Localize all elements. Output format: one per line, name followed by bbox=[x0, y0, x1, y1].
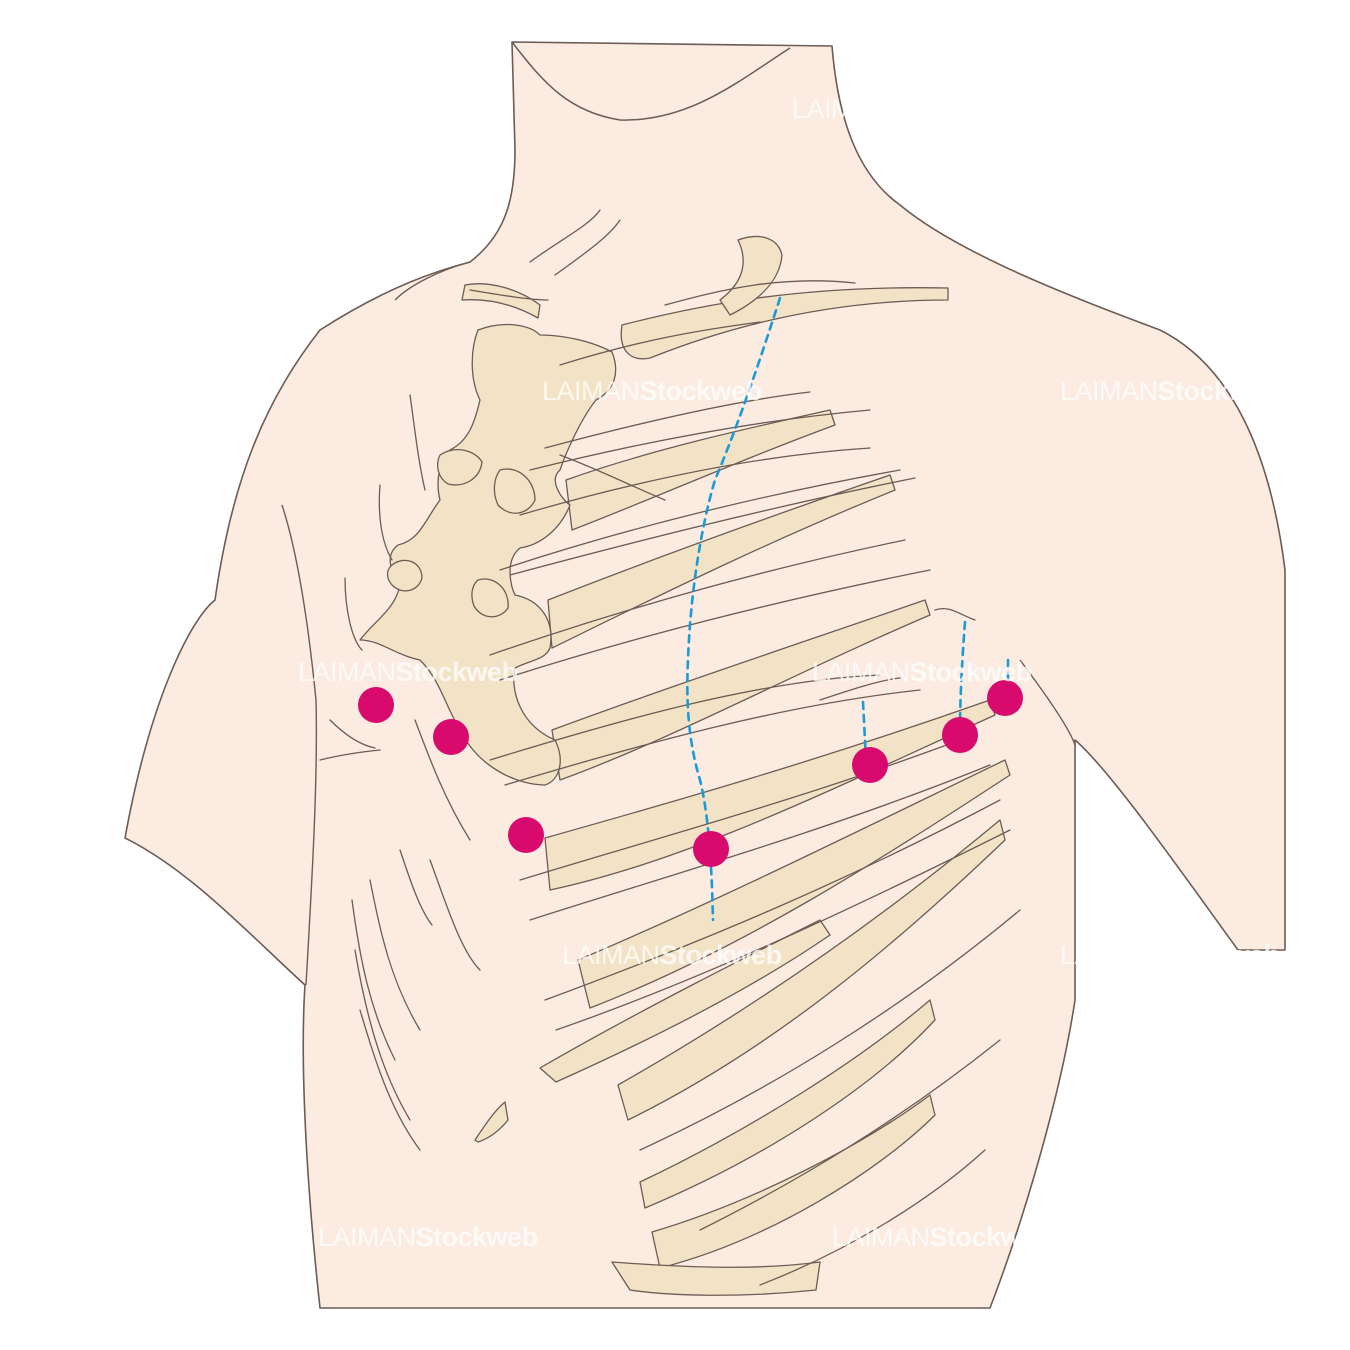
jaw-line bbox=[511, 41, 791, 121]
electrode-7 bbox=[987, 680, 1023, 716]
electrode-1 bbox=[358, 687, 394, 723]
rib-band bbox=[551, 599, 931, 781]
rib-band bbox=[474, 1101, 509, 1143]
electrode-6 bbox=[942, 717, 978, 753]
rib-band bbox=[651, 1094, 936, 1269]
anterior-axillary-guide bbox=[861, 700, 868, 762]
vertebra bbox=[471, 578, 509, 618]
rib-band bbox=[639, 999, 936, 1209]
electrode-2 bbox=[433, 719, 469, 755]
electrode-3 bbox=[508, 817, 544, 853]
rib-band bbox=[547, 474, 896, 649]
electrode-5 bbox=[852, 747, 888, 783]
shoulder-line bbox=[394, 261, 471, 301]
rib-band bbox=[617, 819, 1006, 1121]
electrode-4 bbox=[693, 831, 729, 867]
vertebra bbox=[493, 468, 536, 514]
left-arm-line bbox=[281, 504, 318, 986]
rib-cage bbox=[359, 235, 1011, 1296]
vertebra bbox=[437, 449, 483, 486]
electrodes bbox=[358, 680, 1023, 867]
rib-band bbox=[544, 699, 996, 891]
rib-band bbox=[611, 1261, 821, 1296]
rib-band bbox=[539, 919, 831, 1083]
right-arm-line bbox=[1019, 659, 1076, 746]
midclavicular-guide bbox=[686, 296, 782, 922]
rib-band bbox=[719, 235, 783, 316]
vertebra bbox=[386, 559, 423, 592]
